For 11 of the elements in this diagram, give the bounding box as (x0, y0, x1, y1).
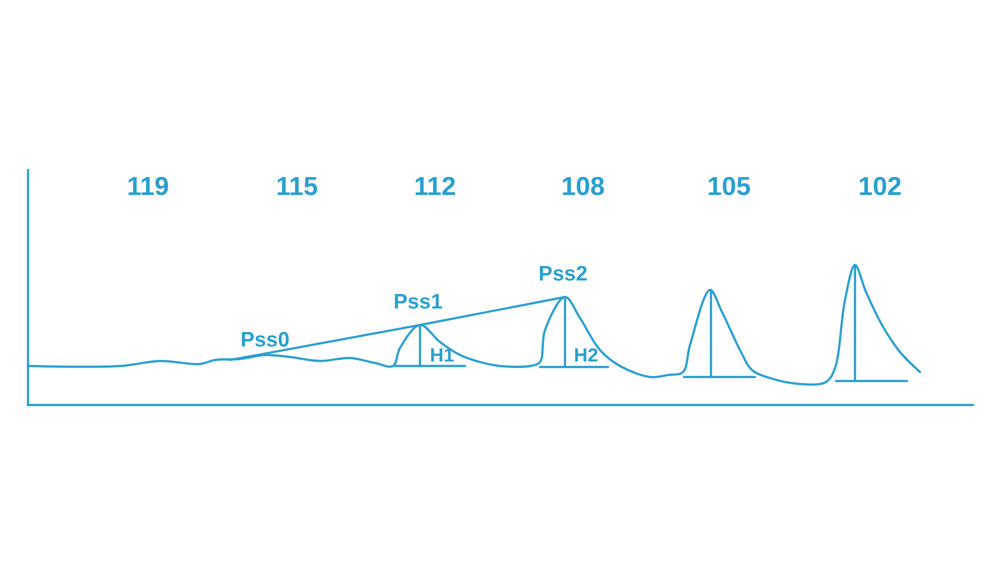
axis-value: 105 (707, 173, 751, 199)
height-label: H1 (430, 346, 454, 366)
peak-label: Pss1 (393, 292, 443, 312)
peak-label: Pss0 (240, 330, 290, 350)
height-label: H2 (574, 346, 598, 366)
axis-value: 112 (414, 173, 456, 199)
axis-value: 108 (561, 173, 605, 199)
peak-label: Pss2 (538, 264, 588, 284)
axis-value: 115 (276, 173, 318, 199)
axis-value: 102 (858, 173, 902, 199)
axis-value: 119 (127, 173, 169, 199)
